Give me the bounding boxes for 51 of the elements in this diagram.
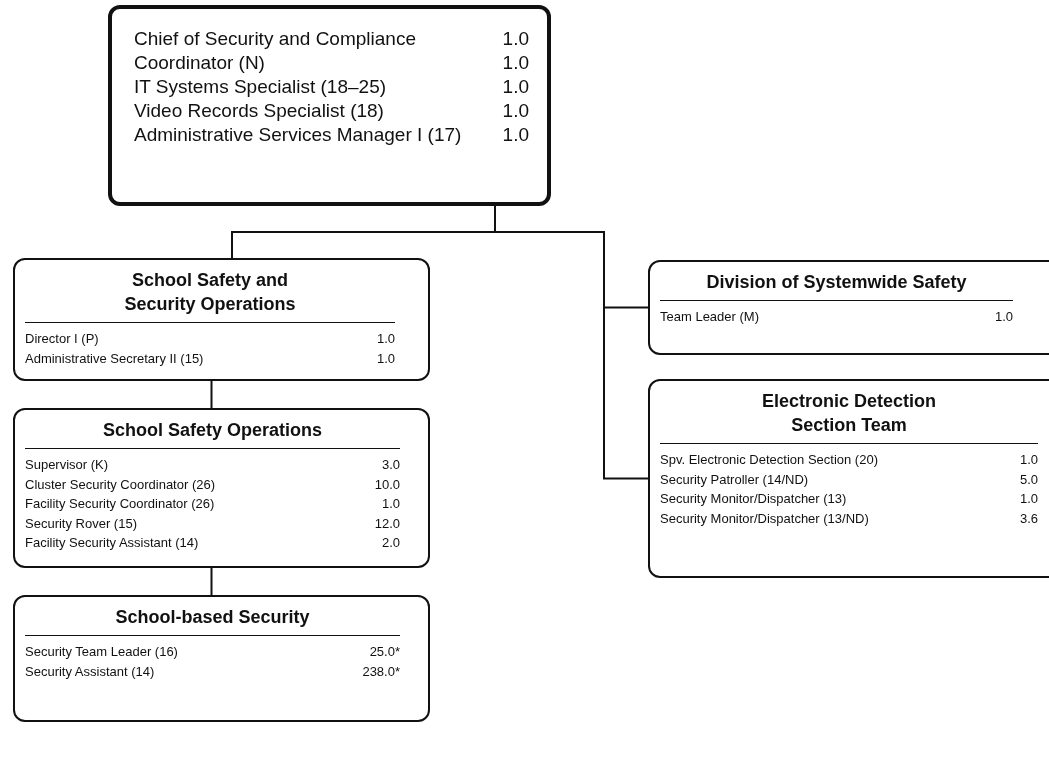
connector-line: [210, 380, 213, 409]
unit-title: Electronic Detection Section Team: [660, 381, 1038, 444]
position-title: Security Monitor/Dispatcher (13): [660, 490, 847, 508]
fte-count: 1.0: [1019, 451, 1038, 469]
unit-title: School-based Security: [25, 597, 400, 636]
fte-count: 1.0: [502, 99, 529, 123]
position-title: Administrative Services Manager I (17): [134, 123, 462, 147]
position-title: Cluster Security Coordinator (26): [25, 475, 216, 494]
position-title: Security Assistant (14): [25, 662, 155, 681]
org-unit-box: [13, 258, 430, 381]
fte-count: 12.0: [374, 514, 400, 533]
fte-count: 1.0: [502, 75, 529, 99]
connector-line: [210, 567, 213, 596]
org-unit-box: [648, 379, 1049, 578]
fte-count: 1.0: [502, 51, 529, 75]
position-title: Team Leader (M): [660, 308, 759, 326]
unit-title: School Safety Operations: [25, 410, 400, 449]
fte-count: 1.0: [1019, 490, 1038, 508]
position-title: Supervisor (K): [25, 456, 109, 474]
position-title: Security Rover (15): [25, 514, 137, 533]
fte-count: 1.0: [994, 308, 1013, 326]
unit-title: School Safety and Security Operations: [25, 260, 395, 323]
fte-count: 1.0: [502, 27, 529, 51]
position-title: Chief of Security and Compliance: [134, 27, 416, 51]
org-unit-box: [13, 408, 430, 568]
position-title: Security Patroller (14/ND): [660, 470, 809, 489]
fte-count: 1.0: [376, 349, 395, 368]
position-title: Spv. Electronic Detection Section (20): [660, 451, 878, 469]
fte-count: 1.0: [376, 330, 395, 348]
fte-count: 3.0: [381, 456, 400, 474]
fte-count: 5.0: [1019, 470, 1038, 489]
org-unit-box: [108, 5, 551, 206]
position-title: Facility Security Coordinator (26): [25, 495, 215, 513]
fte-count: 238.0*: [362, 662, 400, 681]
position-title: Security Monitor/Dispatcher (13/ND): [660, 509, 869, 528]
org-unit-box: [13, 595, 430, 722]
fte-count: 1.0: [381, 495, 400, 513]
fte-count: 2.0: [381, 534, 400, 552]
fte-count: 10.0: [374, 475, 400, 494]
position-title: Administrative Secretary II (15): [25, 349, 204, 368]
position-title: Security Team Leader (16): [25, 643, 178, 661]
fte-count: 3.6: [1019, 509, 1038, 528]
position-title: Video Records Specialist (18): [134, 99, 384, 123]
org-unit-box: [648, 260, 1049, 355]
unit-title: Division of Systemwide Safety: [660, 262, 1013, 301]
fte-count: 1.0: [502, 123, 529, 147]
fte-count: 25.0*: [369, 643, 400, 661]
position-title: IT Systems Specialist (18–25): [134, 75, 387, 99]
position-title: Director I (P): [25, 330, 99, 348]
position-title: Facility Security Assistant (14): [25, 534, 199, 552]
position-title: Coordinator (N): [134, 51, 265, 75]
